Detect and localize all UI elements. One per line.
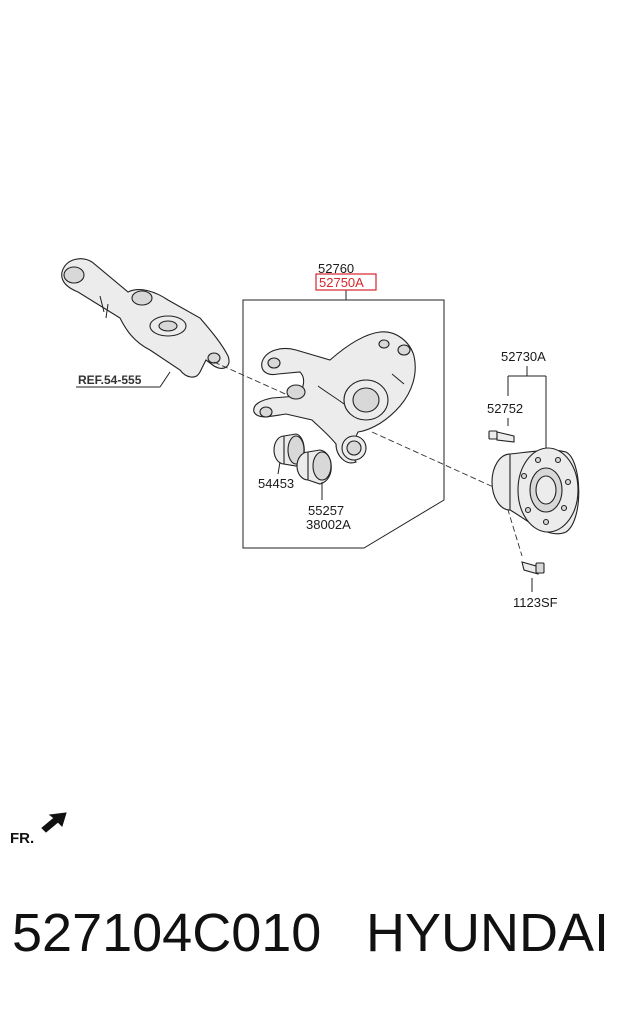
bushing-small-label: 54453 bbox=[258, 476, 294, 491]
hub-bracket bbox=[507, 366, 547, 452]
assembly-box bbox=[242, 299, 445, 549]
hub-bolt bbox=[488, 430, 515, 443]
bushing-small bbox=[273, 433, 305, 475]
hub-assembly-label: 52730A bbox=[501, 349, 546, 364]
wheel-hub bbox=[491, 447, 580, 535]
part-number: 527104C010 bbox=[12, 903, 322, 963]
ref-label-text: REF.54-555 bbox=[78, 373, 142, 387]
hub-bolt-label: 52752 bbox=[487, 401, 523, 416]
bushing-large-label-2: 38002A bbox=[306, 517, 351, 532]
control-arm bbox=[61, 258, 230, 378]
assembly-label: 52760 bbox=[318, 261, 354, 276]
ref-label: REF.54-555 bbox=[76, 371, 171, 388]
front-direction: FR. bbox=[10, 812, 67, 847]
brand-name: HYUNDAI bbox=[366, 903, 610, 963]
hub-screw-label: 1123SF bbox=[513, 595, 558, 610]
front-arrow-icon bbox=[41, 812, 67, 833]
bushing-large-label-1: 55257 bbox=[308, 503, 344, 518]
bushing-large bbox=[296, 449, 332, 500]
axis-line bbox=[371, 431, 501, 491]
knuckle bbox=[253, 331, 416, 464]
highlighted-label: 52750A bbox=[319, 275, 364, 290]
axis-line bbox=[213, 361, 331, 415]
highlight-box bbox=[315, 273, 377, 291]
front-label: FR. bbox=[10, 830, 34, 847]
hub-screw bbox=[521, 561, 545, 592]
